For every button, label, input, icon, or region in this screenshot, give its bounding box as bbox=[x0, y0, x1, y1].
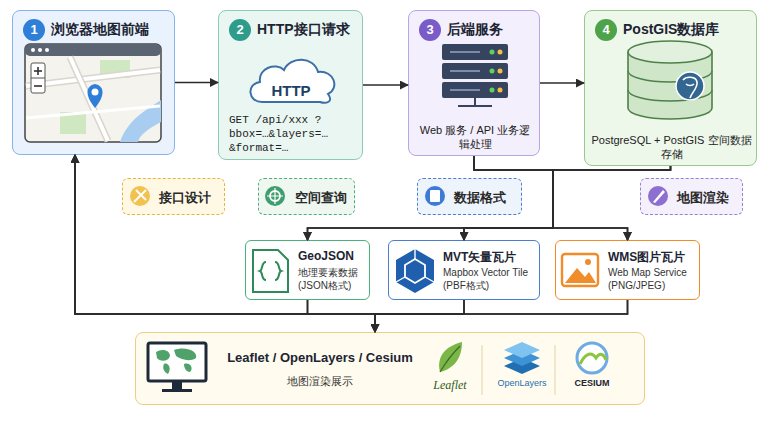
openlayers-logo bbox=[504, 342, 540, 374]
tag-label: 接口设计 bbox=[159, 189, 221, 207]
logo-label: CESIUM bbox=[574, 378, 609, 388]
step-number: 2 bbox=[229, 19, 251, 41]
format-desc: Web Map Service (PNG/JPEG) bbox=[608, 266, 698, 292]
flow-arrow bbox=[375, 300, 464, 332]
flow-arrow bbox=[308, 156, 554, 240]
topic-tag: 接口设计 bbox=[122, 178, 225, 215]
topic-tag: 数据格式 bbox=[417, 178, 522, 215]
box-desc: Web 服务 / API 业务逻辑处理 bbox=[415, 123, 535, 151]
process-box: 3 后端服务 Web 服务 / API 业务逻辑处理 bbox=[408, 10, 540, 156]
tag-label: 空间查询 bbox=[295, 189, 357, 207]
server-illustration bbox=[442, 44, 508, 106]
step-number: 3 bbox=[419, 19, 441, 41]
box-desc: PostgreSQL + PostGIS 空间数据存储 bbox=[591, 133, 752, 161]
browser-map-illustration bbox=[25, 44, 161, 142]
divider bbox=[482, 345, 483, 395]
format-title: MVT矢量瓦片 bbox=[443, 249, 539, 266]
flow-arrow bbox=[474, 156, 628, 240]
render-box: Leaflet / OpenLayers / Cesium 地图渲染展示 bbox=[135, 332, 645, 405]
cesium-logo bbox=[577, 343, 607, 373]
cloud-label: HTTP bbox=[259, 82, 323, 99]
box-title: 浏览器地图前端 bbox=[51, 21, 172, 39]
flow-arrow bbox=[308, 300, 376, 332]
leaflet-logo bbox=[439, 342, 462, 372]
logo-label: Leaflet bbox=[433, 378, 466, 393]
format-box: WMS图片瓦片Web Map Service (PNG/JPEG) bbox=[555, 240, 700, 300]
format-title: GeoJSON bbox=[298, 249, 368, 263]
process-box: 1 浏览器地图前端 bbox=[12, 10, 175, 155]
format-title: WMS图片瓦片 bbox=[608, 249, 698, 266]
flow-arrow bbox=[464, 156, 553, 240]
box-title: HTTP接口请求 bbox=[257, 21, 360, 39]
format-box: MVT矢量瓦片Mapbox Vector Tile (PBF格式) bbox=[388, 240, 540, 300]
database-illustration bbox=[628, 41, 712, 119]
flow-arrow bbox=[464, 166, 671, 240]
bottom-title: Leaflet / OpenLayers / Cesium bbox=[214, 350, 426, 365]
cloud-illustration bbox=[250, 60, 334, 103]
process-box: 2 HTTP接口请求 HTTP GET /api/xxx ?bbox=…&layers… bbox=[218, 10, 363, 160]
flow-arrow bbox=[308, 166, 671, 240]
flow-arrow bbox=[363, 84, 408, 86]
flow-arrow bbox=[75, 155, 628, 314]
bottom-desc: 地图渲染展示 bbox=[214, 374, 426, 389]
monitor-illustration bbox=[148, 343, 206, 392]
process-box: 4 PostGIS数据库 PostgreSQL + PostGIS 空间数据存储 bbox=[584, 10, 757, 166]
box-title: 后端服务 bbox=[447, 21, 537, 39]
flow-arrow bbox=[175, 82, 218, 84]
flow-arrow bbox=[553, 166, 671, 240]
tag-label: 数据格式 bbox=[454, 189, 516, 207]
format-desc: 地理要素数据 (JSON格式) bbox=[298, 266, 368, 292]
step-number: 1 bbox=[23, 19, 45, 41]
tag-icons bbox=[130, 186, 668, 206]
topic-tag: 地图渲染 bbox=[640, 178, 743, 215]
logo-label: OpenLayers bbox=[497, 378, 546, 388]
flow-arrow bbox=[540, 82, 584, 84]
step-number: 4 bbox=[595, 19, 617, 41]
topic-tag: 空间查询 bbox=[258, 178, 355, 215]
tag-label: 地图渲染 bbox=[677, 189, 739, 207]
flow-arrow bbox=[375, 300, 628, 332]
format-desc: Mapbox Vector Tile (PBF格式) bbox=[443, 266, 539, 292]
format-box: GeoJSON 地理要素数据 (JSON格式) bbox=[245, 240, 370, 300]
flow-arrow bbox=[75, 155, 308, 314]
flow-arrow bbox=[75, 155, 464, 314]
request-url: GET /api/xxx ?bbox=…&layers=… &format=… bbox=[229, 113, 357, 155]
divider bbox=[555, 345, 556, 395]
format-icons bbox=[253, 249, 598, 293]
box-title: PostGIS数据库 bbox=[623, 21, 754, 39]
